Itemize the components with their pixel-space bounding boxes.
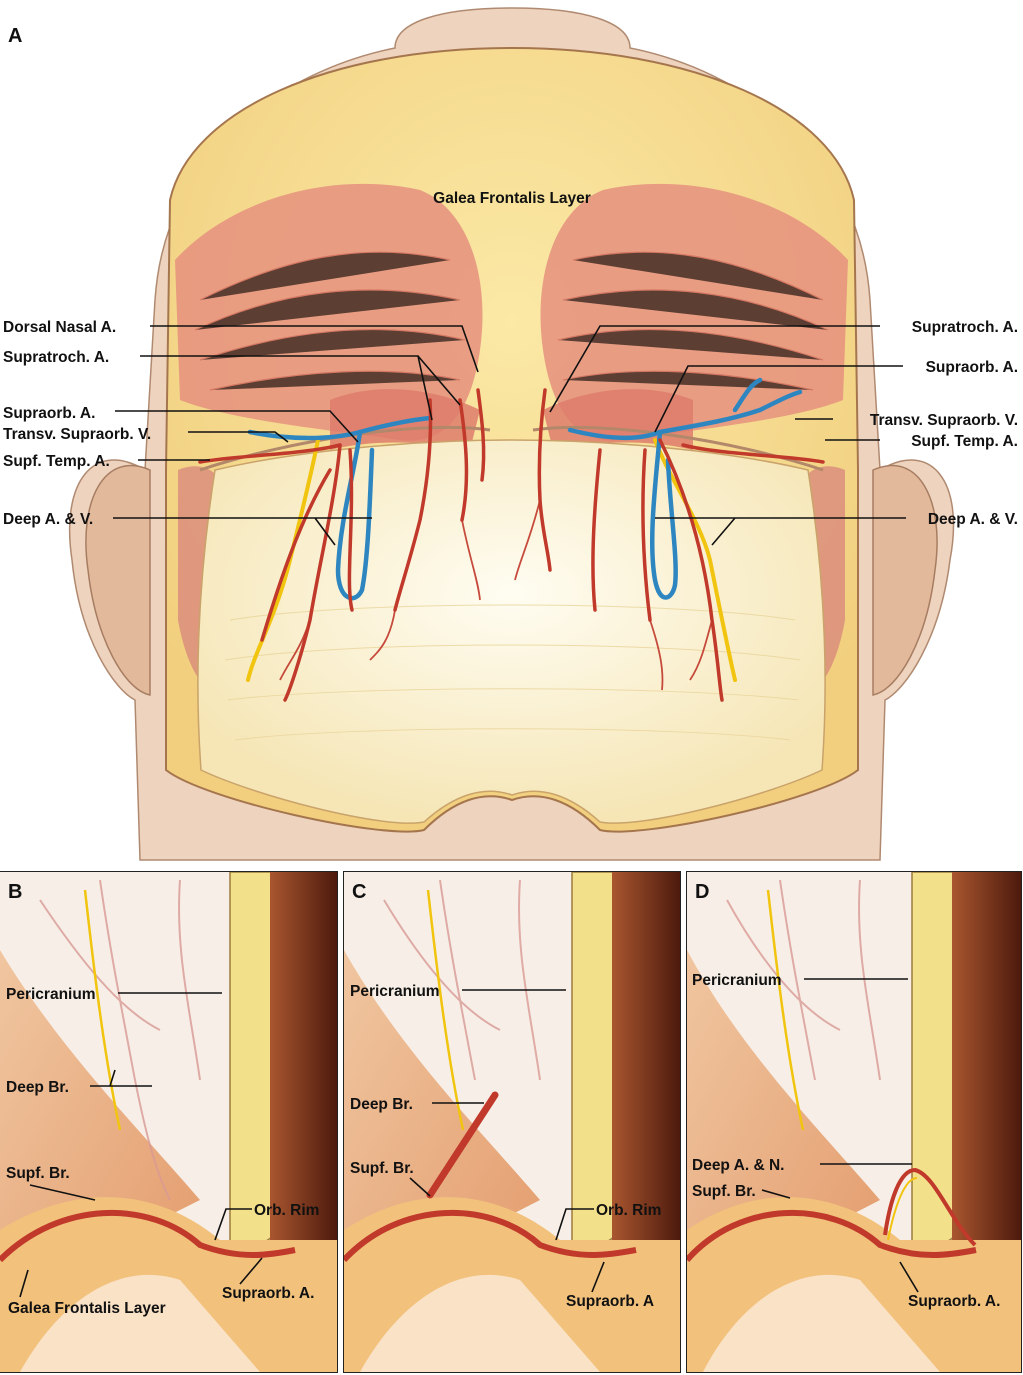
c-label-pericranium: Pericranium (350, 983, 440, 1000)
label-transv-supraorb-left: Transv. Supraorb. V. (3, 426, 151, 443)
b-label-orb-rim: Orb. Rim (254, 1202, 319, 1219)
label-supratroch-left: Supratroch. A. (3, 349, 109, 366)
d-label-pericranium: Pericranium (692, 972, 782, 989)
panel-c: C Pericranium Deep Br. Supf. Br. Orb. Ri… (343, 871, 681, 1373)
panel-a-letter: A (8, 25, 22, 47)
galea-title: Galea Frontalis Layer (433, 190, 591, 207)
c-label-supf-br: Supf. Br. (350, 1160, 414, 1177)
d-label-deep-an: Deep A. & N. (692, 1157, 784, 1174)
b-label-galea: Galea Frontalis Layer (8, 1300, 166, 1317)
label-supf-temp-right: Supf. Temp. A. (911, 433, 1018, 450)
b-label-supraorb: Supraorb. A. (222, 1285, 314, 1302)
left-ear (85, 464, 151, 696)
panel-a: A Galea Frontalis Layer Dorsal Nasal A. … (3, 7, 1018, 861)
c-label-deep-br: Deep Br. (350, 1096, 413, 1113)
b-label-deep-br: Deep Br. (6, 1079, 69, 1096)
label-supf-temp-left: Supf. Temp. A. (3, 453, 110, 470)
arteries (198, 388, 825, 702)
panel-b-letter: B (8, 881, 22, 903)
pericranium-forehead (197, 439, 826, 824)
label-deep-av-right: Deep A. & V. (928, 511, 1018, 528)
panel-d: D Pericranium Deep A. & N. Supf. Br. Sup… (686, 871, 1022, 1373)
d-label-supraorb: Supraorb. A. (908, 1293, 1000, 1310)
panel-c-letter: C (352, 881, 366, 903)
panel-d-letter: D (695, 881, 709, 903)
b-label-supf-br: Supf. Br. (6, 1165, 70, 1182)
label-dorsal-nasal: Dorsal Nasal A. (3, 319, 116, 336)
panel-b: B Pericranium Deep Br. Supf. Br. Orb. Ri… (0, 871, 338, 1373)
d-label-supf-br: Supf. Br. (692, 1183, 756, 1200)
b-label-pericranium: Pericranium (6, 986, 96, 1003)
label-supraorb-right: Supraorb. A. (926, 359, 1018, 376)
label-deep-av-left: Deep A. & V. (3, 511, 93, 528)
label-supraorb-left: Supraorb. A. (3, 405, 95, 422)
veins (247, 377, 803, 601)
label-supratroch-right: Supratroch. A. (912, 319, 1018, 336)
c-label-orb-rim: Orb. Rim (596, 1202, 661, 1219)
right-ear (872, 464, 938, 696)
label-transv-supraorb-right: Transv. Supraorb. V. (870, 412, 1018, 429)
c-label-supraorb: Supraorb. A (566, 1293, 654, 1310)
